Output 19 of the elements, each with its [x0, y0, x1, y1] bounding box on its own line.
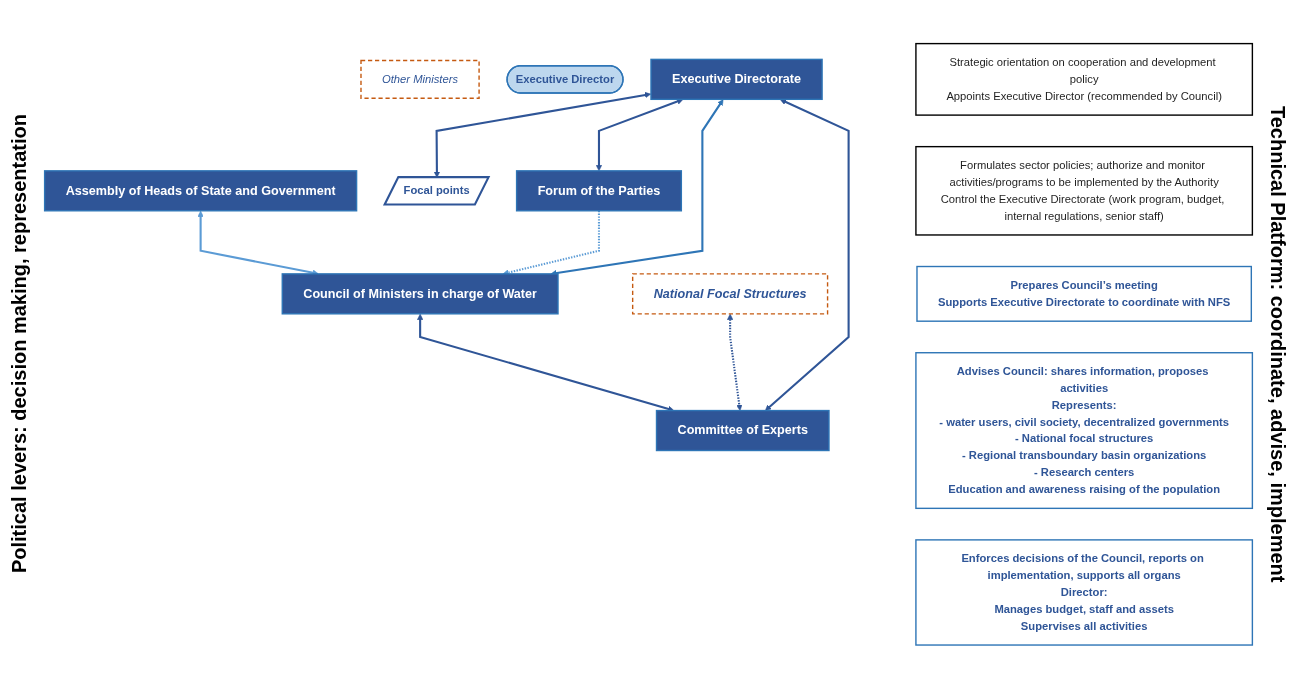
node-box: Assembly of Heads of State and Government: [43, 169, 358, 212]
node-box: Council of Ministers in charge of Water: [281, 272, 559, 315]
node-box: Other Ministers: [360, 59, 480, 99]
node-box: Enforces decisions of the Council, reports on implementation, supports all organs Director: Manages budget, staff and assets Supervises all activities: [915, 538, 1254, 646]
node-box: Formulates sector policies; authorize and monitor activities/programs to be implemented by the Authority Control the Executive Directorate (work program, budget, internal regulations, senior staff): [915, 145, 1254, 236]
arrow: [417, 313, 675, 412]
side-label: Political levers: decision making, representation: [8, 114, 31, 574]
node-box: Executive Directorate: [650, 58, 823, 100]
arrow: [727, 313, 743, 411]
node-box: Forum of the Parties: [515, 169, 683, 212]
side-label: Technical Platform: coordinate, advise, implement: [1266, 105, 1289, 583]
node-box: Committee of Experts: [655, 409, 830, 451]
node-box: Prepares Council’s meeting Supports Executive Directorate to coordinate with NFS: [916, 265, 1252, 322]
node-box: Advises Council: shares information, proposes activities Represents: - water users, civil society, decentralized governments - National focal structures - Regional transboundary basin organizations - Research centers Education and awareness raising of the population: [915, 351, 1254, 509]
node-box: National Focal Structures: [631, 272, 829, 315]
arrow: [595, 98, 684, 171]
arrow: [765, 98, 850, 411]
arrow: [550, 98, 724, 276]
node-box: Strategic orientation on cooperation and development policy Appoints Executive Director (recommended by Council): [915, 42, 1254, 116]
